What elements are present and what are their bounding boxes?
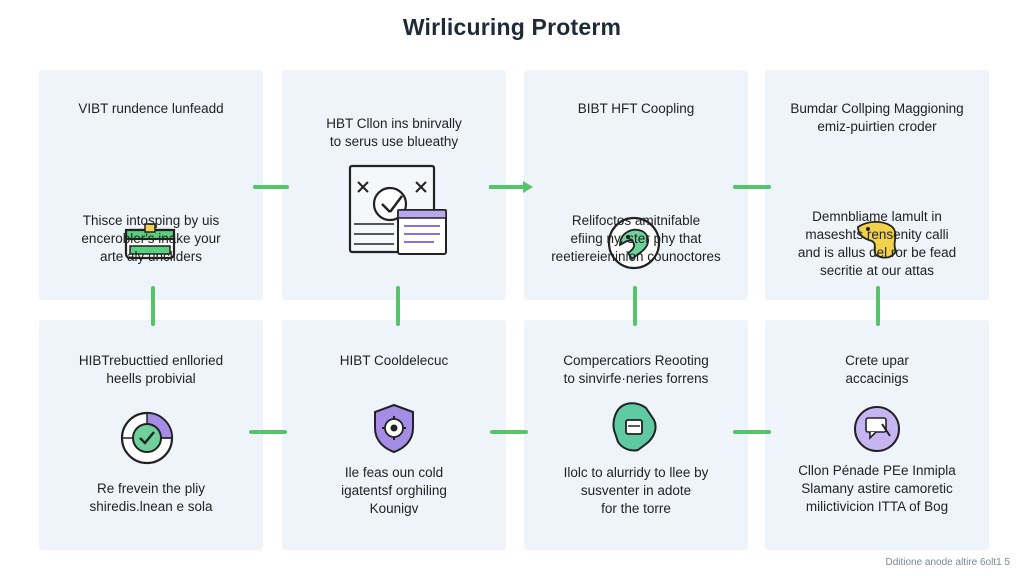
teal-tag-icon [612,402,657,452]
card-body: Cllon Pénade PEe Inmipla Slamany astire … [798,463,956,514]
card-title: Compercatiors Reooting to sinvirfe·nerie… [563,353,709,386]
card-6: HIBT Cooldelecuc Ile feas oun cold igate… [282,320,506,550]
globe-check-icon [120,411,174,465]
card-body: Ile feas oun cold igatentsf orghiling Ko… [341,465,447,516]
yellow-shape-icon [857,221,898,259]
card-8: Crete upar accacinigs Cllon Pénade PEe I… [765,320,989,550]
card-title: VIBT rundence lunfeadd [78,101,224,116]
card-title: BIBT HFT Coopling [577,101,695,116]
shield-gear-icon [374,403,414,454]
card-body: Relifoctos amitnifable efiing ny, ster p… [551,213,721,264]
purple-chat-icon [854,406,900,452]
card-7: Compercatiors Reooting to sinvirfe·nerie… [524,320,748,550]
connector [490,430,528,434]
dashboard-document-icon [348,164,447,255]
card-3: BIBT HFT Coopling Relifoctos amitnifable… [524,70,748,300]
card-body: Re frevein the pliy shiredis.lnean e sol… [89,481,213,514]
card-body: Thisce intosping by uis encerobler's ina… [81,213,221,264]
connector [249,430,287,434]
connector [733,430,771,434]
connector [396,286,400,326]
connector [633,286,637,326]
card-body: Ilolc to alurridy to llee by susventer i… [563,465,709,516]
card-title: HBT Cllon ins bnirvally to serus use blu… [326,116,462,149]
arrow-right-icon [489,181,533,193]
card-1: VIBT rundence lunfeadd Thisce intosping … [39,70,263,300]
bird-circle-icon [607,216,661,270]
connector [733,185,771,189]
connector [151,286,155,326]
card-chip-icon [124,223,176,260]
card-title: HIBTrebucttied enlloried heells probivia… [78,353,224,386]
card-title: HIBT Cooldelecuc [339,353,449,368]
connector [876,286,880,326]
card-4: Bumdar Collping Maggioning emiz-puirtien… [765,70,989,300]
page-title: Wirlicuring Proterm [402,14,622,40]
card-2: HBT Cllon ins bnirvally to serus use blu… [282,70,506,300]
connector [253,185,289,189]
card-title: Crete upar accacinigs [845,353,909,386]
card-5: HIBTrebucttied enlloried heells probivia… [39,320,263,550]
footnote: Dditione anode altire 6olt1 5 [885,557,1010,568]
card-title: Bumdar Collping Maggioning emiz-puirtien… [790,101,964,134]
card-body: Demnbliame lamult in maseshts rensenity … [797,209,957,278]
